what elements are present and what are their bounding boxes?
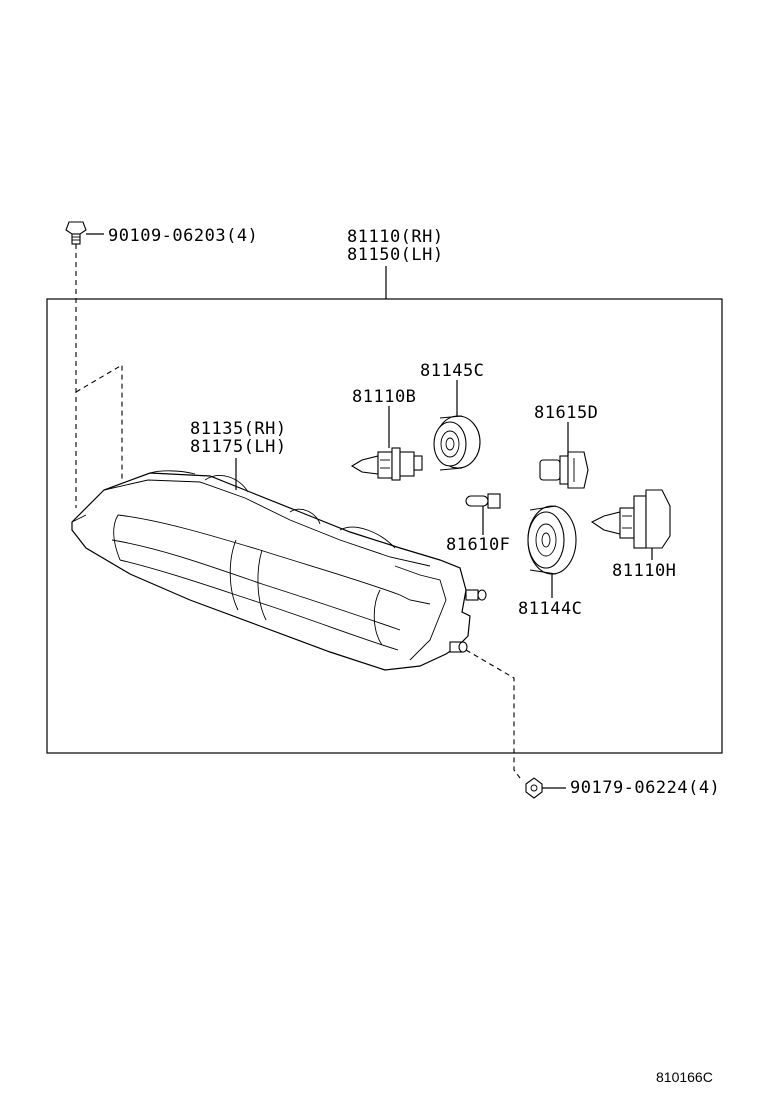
label-socket-81144c: 81144C — [518, 599, 582, 619]
label-bulb-81615d: 81615D — [534, 403, 598, 423]
bolt-top-icon — [65, 221, 104, 245]
headlamp-assembly — [71, 470, 487, 671]
assembly-frame — [46, 298, 723, 754]
bulb-81610f-icon — [465, 493, 501, 509]
bulb-81615d-icon — [539, 451, 589, 489]
label-bolt-top: 90109-06203(4) — [108, 226, 258, 246]
label-assembly-rh: 81110(RH) — [347, 227, 444, 247]
bulb-81110b-icon — [350, 447, 423, 481]
label-nut-bottom: 90179-06224(4) — [570, 778, 720, 798]
label-socket-81145c: 81145C — [420, 361, 484, 381]
label-bulb-81110b: 81110B — [352, 387, 416, 407]
socket-81144c-icon — [527, 505, 577, 575]
bulb-81110h-icon — [590, 489, 671, 549]
label-lens-rh: 81135(RH) — [190, 419, 287, 439]
figure-reference: 810166C — [656, 1069, 713, 1085]
label-assembly-lh: 81150(LH) — [347, 245, 444, 265]
socket-81145c-icon — [433, 415, 481, 471]
label-lens-lh: 81175(LH) — [190, 437, 287, 457]
label-bulb-81610f: 81610F — [446, 535, 510, 555]
label-bulb-81110h: 81110H — [612, 561, 676, 581]
nut-bottom-icon — [525, 777, 566, 799]
nut-bottom-leader — [465, 649, 521, 779]
bolt-top-leader-2 — [75, 364, 123, 480]
